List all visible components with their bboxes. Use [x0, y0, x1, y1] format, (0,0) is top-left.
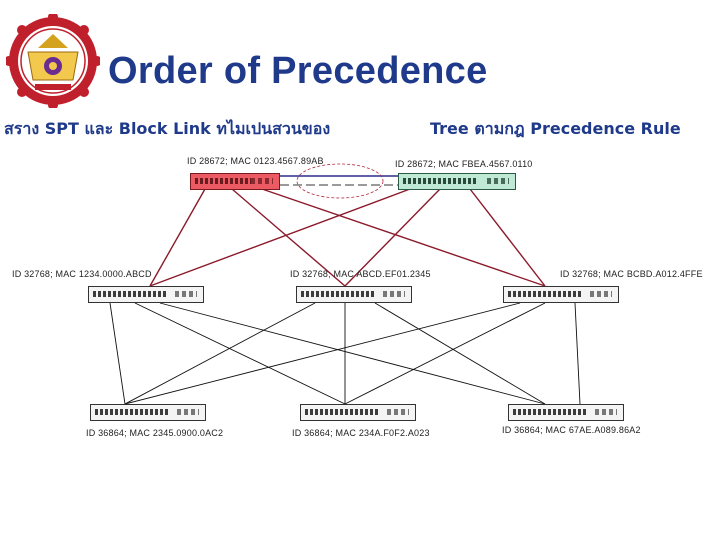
uplink-core-left-dist-mid: [231, 188, 346, 287]
uplink-core-right-dist-left: [149, 188, 411, 287]
dist-left-switch: [88, 286, 204, 303]
core-left-switch-label: ID 28672; MAC 0123.4567.89AB: [187, 156, 324, 166]
university-seal-logo: [6, 14, 100, 108]
subtitle-right: Tree ตามกฎ Precedence Rule: [430, 119, 681, 138]
uplink-core-right-dist-mid: [344, 188, 441, 287]
access-left-switch: [90, 404, 206, 421]
uplink-core-right-dist-right: [469, 188, 546, 287]
uplink-core-left-dist-right: [261, 188, 546, 287]
dist-left-switch-label: ID 32768; MAC 1234.0000.ABCD: [12, 269, 152, 279]
uplink-core-left-dist-left: [149, 188, 206, 287]
core-left-switch: [190, 173, 280, 190]
access-mid-switch-label: ID 36864; MAC 234A.F0F2.A023: [292, 428, 430, 438]
dist-right-switch-label: ID 32768; MAC BCBD.A012.4FFE: [560, 269, 703, 279]
trunk-highlight-ellipse: [296, 163, 384, 199]
subtitle-left: สราง SPT และ Block Link ทไมเปนสวนของ: [4, 119, 331, 138]
dist-mid-switch: [296, 286, 412, 303]
core-right-switch-label: ID 28672; MAC FBEA.4567.0110: [395, 159, 533, 169]
core-right-switch: [398, 173, 516, 190]
access-left-switch-label: ID 36864; MAC 2345.0900.0AC2: [86, 428, 224, 438]
page-title: Order of Precedence: [108, 50, 488, 92]
dist-right-switch: [503, 286, 619, 303]
access-right-switch-label: ID 36864; MAC 67AE.A089.86A2: [502, 425, 641, 435]
dist-mid-switch-label: ID 32768; MAC ABCD.EF01.2345: [290, 269, 431, 279]
access-right-switch: [508, 404, 624, 421]
access-mid-switch: [300, 404, 416, 421]
